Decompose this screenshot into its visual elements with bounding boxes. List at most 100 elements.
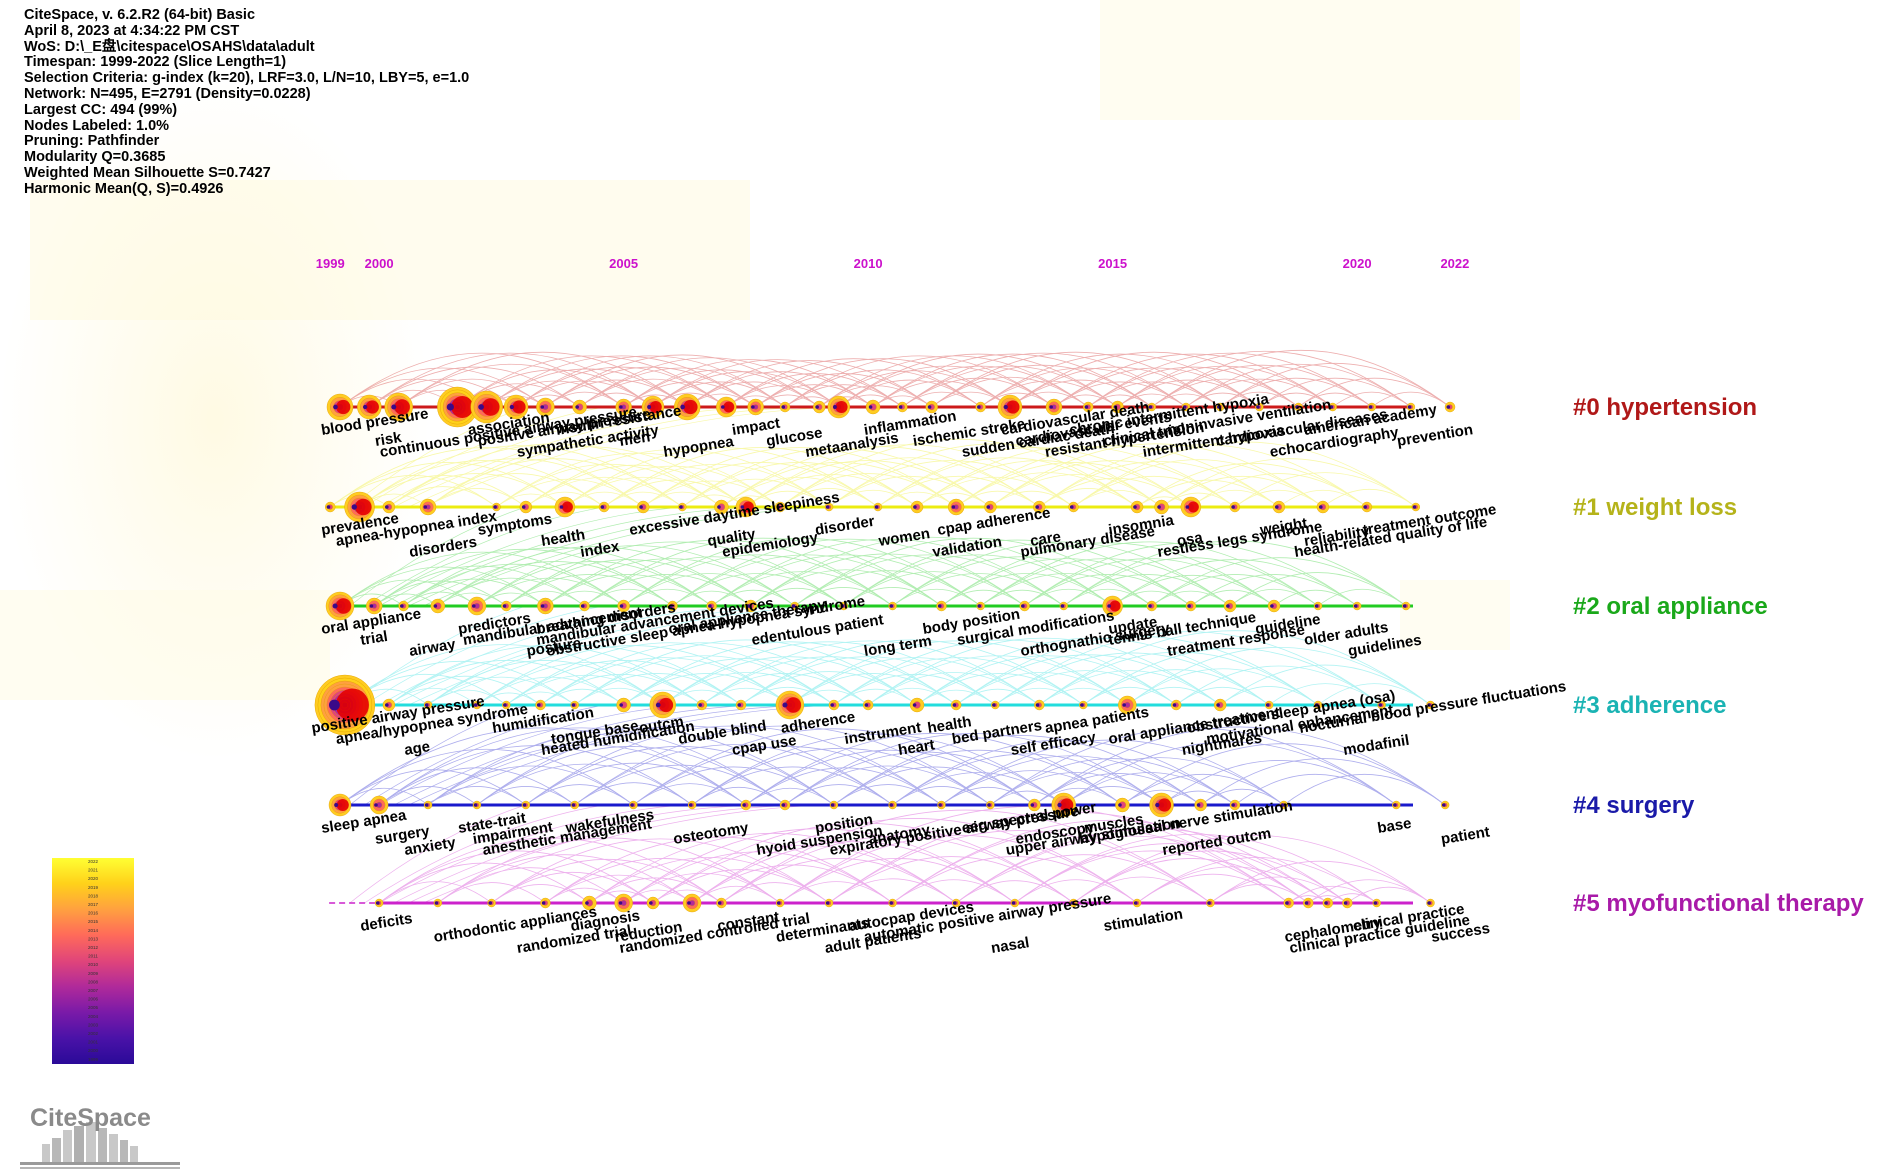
keyword-node[interactable] bbox=[888, 601, 897, 611]
keyword-node[interactable] bbox=[1069, 898, 1078, 908]
keyword-node[interactable] bbox=[1342, 897, 1353, 909]
keyword-node[interactable] bbox=[1147, 402, 1156, 412]
keyword-node[interactable] bbox=[1194, 798, 1207, 812]
keyword-node[interactable] bbox=[540, 897, 551, 909]
keyword-node[interactable] bbox=[570, 800, 579, 810]
keyword-node[interactable] bbox=[369, 795, 389, 815]
keyword-node[interactable] bbox=[716, 897, 727, 909]
keyword-node[interactable] bbox=[1170, 699, 1182, 711]
keyword-node[interactable] bbox=[344, 491, 375, 523]
keyword-node[interactable] bbox=[521, 800, 531, 810]
keyword-node[interactable] bbox=[419, 498, 437, 516]
keyword-node[interactable] bbox=[1130, 500, 1144, 514]
keyword-node[interactable] bbox=[1328, 402, 1337, 412]
keyword-node[interactable] bbox=[1180, 496, 1202, 518]
keyword-node[interactable] bbox=[706, 600, 717, 612]
keyword-node[interactable] bbox=[735, 496, 757, 518]
keyword-node[interactable] bbox=[984, 500, 997, 514]
keyword-node[interactable] bbox=[1079, 700, 1088, 710]
keyword-node[interactable] bbox=[467, 596, 487, 616]
keyword-node[interactable] bbox=[740, 799, 752, 811]
keyword-node[interactable] bbox=[572, 399, 587, 415]
keyword-node[interactable] bbox=[1426, 700, 1435, 710]
keyword-node[interactable] bbox=[714, 499, 729, 515]
keyword-node[interactable] bbox=[437, 386, 478, 428]
keyword-node[interactable] bbox=[910, 500, 924, 514]
keyword-node[interactable] bbox=[997, 394, 1023, 420]
keyword-node[interactable] bbox=[1185, 600, 1197, 612]
keyword-node[interactable] bbox=[829, 800, 839, 810]
keyword-node[interactable] bbox=[1267, 599, 1281, 613]
keyword-node[interactable] bbox=[614, 893, 633, 913]
keyword-node[interactable] bbox=[1313, 601, 1323, 611]
keyword-node[interactable] bbox=[1283, 897, 1294, 909]
keyword-node[interactable] bbox=[1115, 797, 1130, 813]
keyword-node[interactable] bbox=[1045, 398, 1063, 416]
keyword-node[interactable] bbox=[779, 799, 791, 811]
keyword-node[interactable] bbox=[1102, 595, 1123, 617]
keyword-node[interactable] bbox=[470, 390, 503, 424]
keyword-node[interactable] bbox=[328, 793, 352, 817]
keyword-node[interactable] bbox=[325, 591, 355, 621]
keyword-node[interactable] bbox=[1316, 500, 1330, 514]
keyword-node[interactable] bbox=[535, 699, 546, 711]
keyword-node[interactable] bbox=[888, 800, 897, 810]
keyword-node[interactable] bbox=[1051, 792, 1076, 818]
keyword-node[interactable] bbox=[775, 690, 805, 720]
keyword-node[interactable] bbox=[616, 697, 631, 713]
keyword-node[interactable] bbox=[570, 700, 579, 710]
keyword-node[interactable] bbox=[1010, 898, 1020, 908]
keyword-node[interactable] bbox=[897, 401, 908, 413]
keyword-node[interactable] bbox=[430, 598, 445, 614]
keyword-node[interactable] bbox=[687, 800, 697, 810]
keyword-node[interactable] bbox=[1215, 402, 1225, 412]
keyword-node[interactable] bbox=[947, 498, 965, 516]
keyword-node[interactable] bbox=[1146, 600, 1157, 612]
keyword-node[interactable] bbox=[1034, 699, 1045, 711]
keyword-node[interactable] bbox=[382, 500, 396, 514]
keyword-node[interactable] bbox=[667, 600, 678, 612]
keyword-node[interactable] bbox=[1229, 799, 1241, 811]
keyword-node[interactable] bbox=[824, 502, 834, 512]
keyword-node[interactable] bbox=[1033, 500, 1046, 514]
keyword-node[interactable] bbox=[582, 895, 597, 911]
keyword-node[interactable] bbox=[1059, 601, 1068, 611]
keyword-node[interactable] bbox=[1255, 402, 1264, 412]
keyword-node[interactable] bbox=[1019, 600, 1030, 612]
keyword-node[interactable] bbox=[827, 395, 850, 419]
keyword-node[interactable] bbox=[1440, 800, 1450, 810]
keyword-node[interactable] bbox=[673, 393, 701, 421]
keyword-node[interactable] bbox=[423, 700, 433, 710]
keyword-node[interactable] bbox=[423, 800, 433, 810]
keyword-node[interactable] bbox=[1028, 798, 1041, 812]
keyword-node[interactable] bbox=[536, 397, 555, 417]
keyword-node[interactable] bbox=[976, 601, 985, 611]
keyword-node[interactable] bbox=[1272, 500, 1286, 514]
keyword-node[interactable] bbox=[382, 698, 396, 712]
keyword-node[interactable] bbox=[617, 599, 630, 613]
keyword-node[interactable] bbox=[598, 501, 610, 513]
keyword-node[interactable] bbox=[492, 502, 501, 512]
keyword-node[interactable] bbox=[314, 674, 376, 736]
keyword-node[interactable] bbox=[1213, 698, 1227, 712]
keyword-node[interactable] bbox=[1372, 898, 1381, 908]
keyword-node[interactable] bbox=[374, 898, 384, 908]
keyword-node[interactable] bbox=[519, 500, 533, 514]
keyword-node[interactable] bbox=[1279, 800, 1288, 810]
keyword-node[interactable] bbox=[629, 800, 638, 810]
keyword-node[interactable] bbox=[1411, 502, 1421, 512]
keyword-node[interactable] bbox=[1149, 792, 1174, 818]
keyword-node[interactable] bbox=[636, 500, 650, 514]
keyword-node[interactable] bbox=[678, 502, 687, 512]
keyword-node[interactable] bbox=[615, 398, 632, 416]
keyword-node[interactable] bbox=[950, 699, 962, 711]
keyword-node[interactable] bbox=[503, 394, 529, 420]
keyword-node[interactable] bbox=[1392, 800, 1401, 810]
keyword-node[interactable] bbox=[1223, 599, 1237, 613]
keyword-node[interactable] bbox=[779, 401, 791, 413]
keyword-node[interactable] bbox=[991, 700, 1000, 710]
keyword-node[interactable] bbox=[682, 893, 702, 913]
keyword-node[interactable] bbox=[1206, 898, 1215, 908]
keyword-node[interactable] bbox=[1303, 897, 1314, 909]
keyword-node[interactable] bbox=[716, 396, 737, 418]
